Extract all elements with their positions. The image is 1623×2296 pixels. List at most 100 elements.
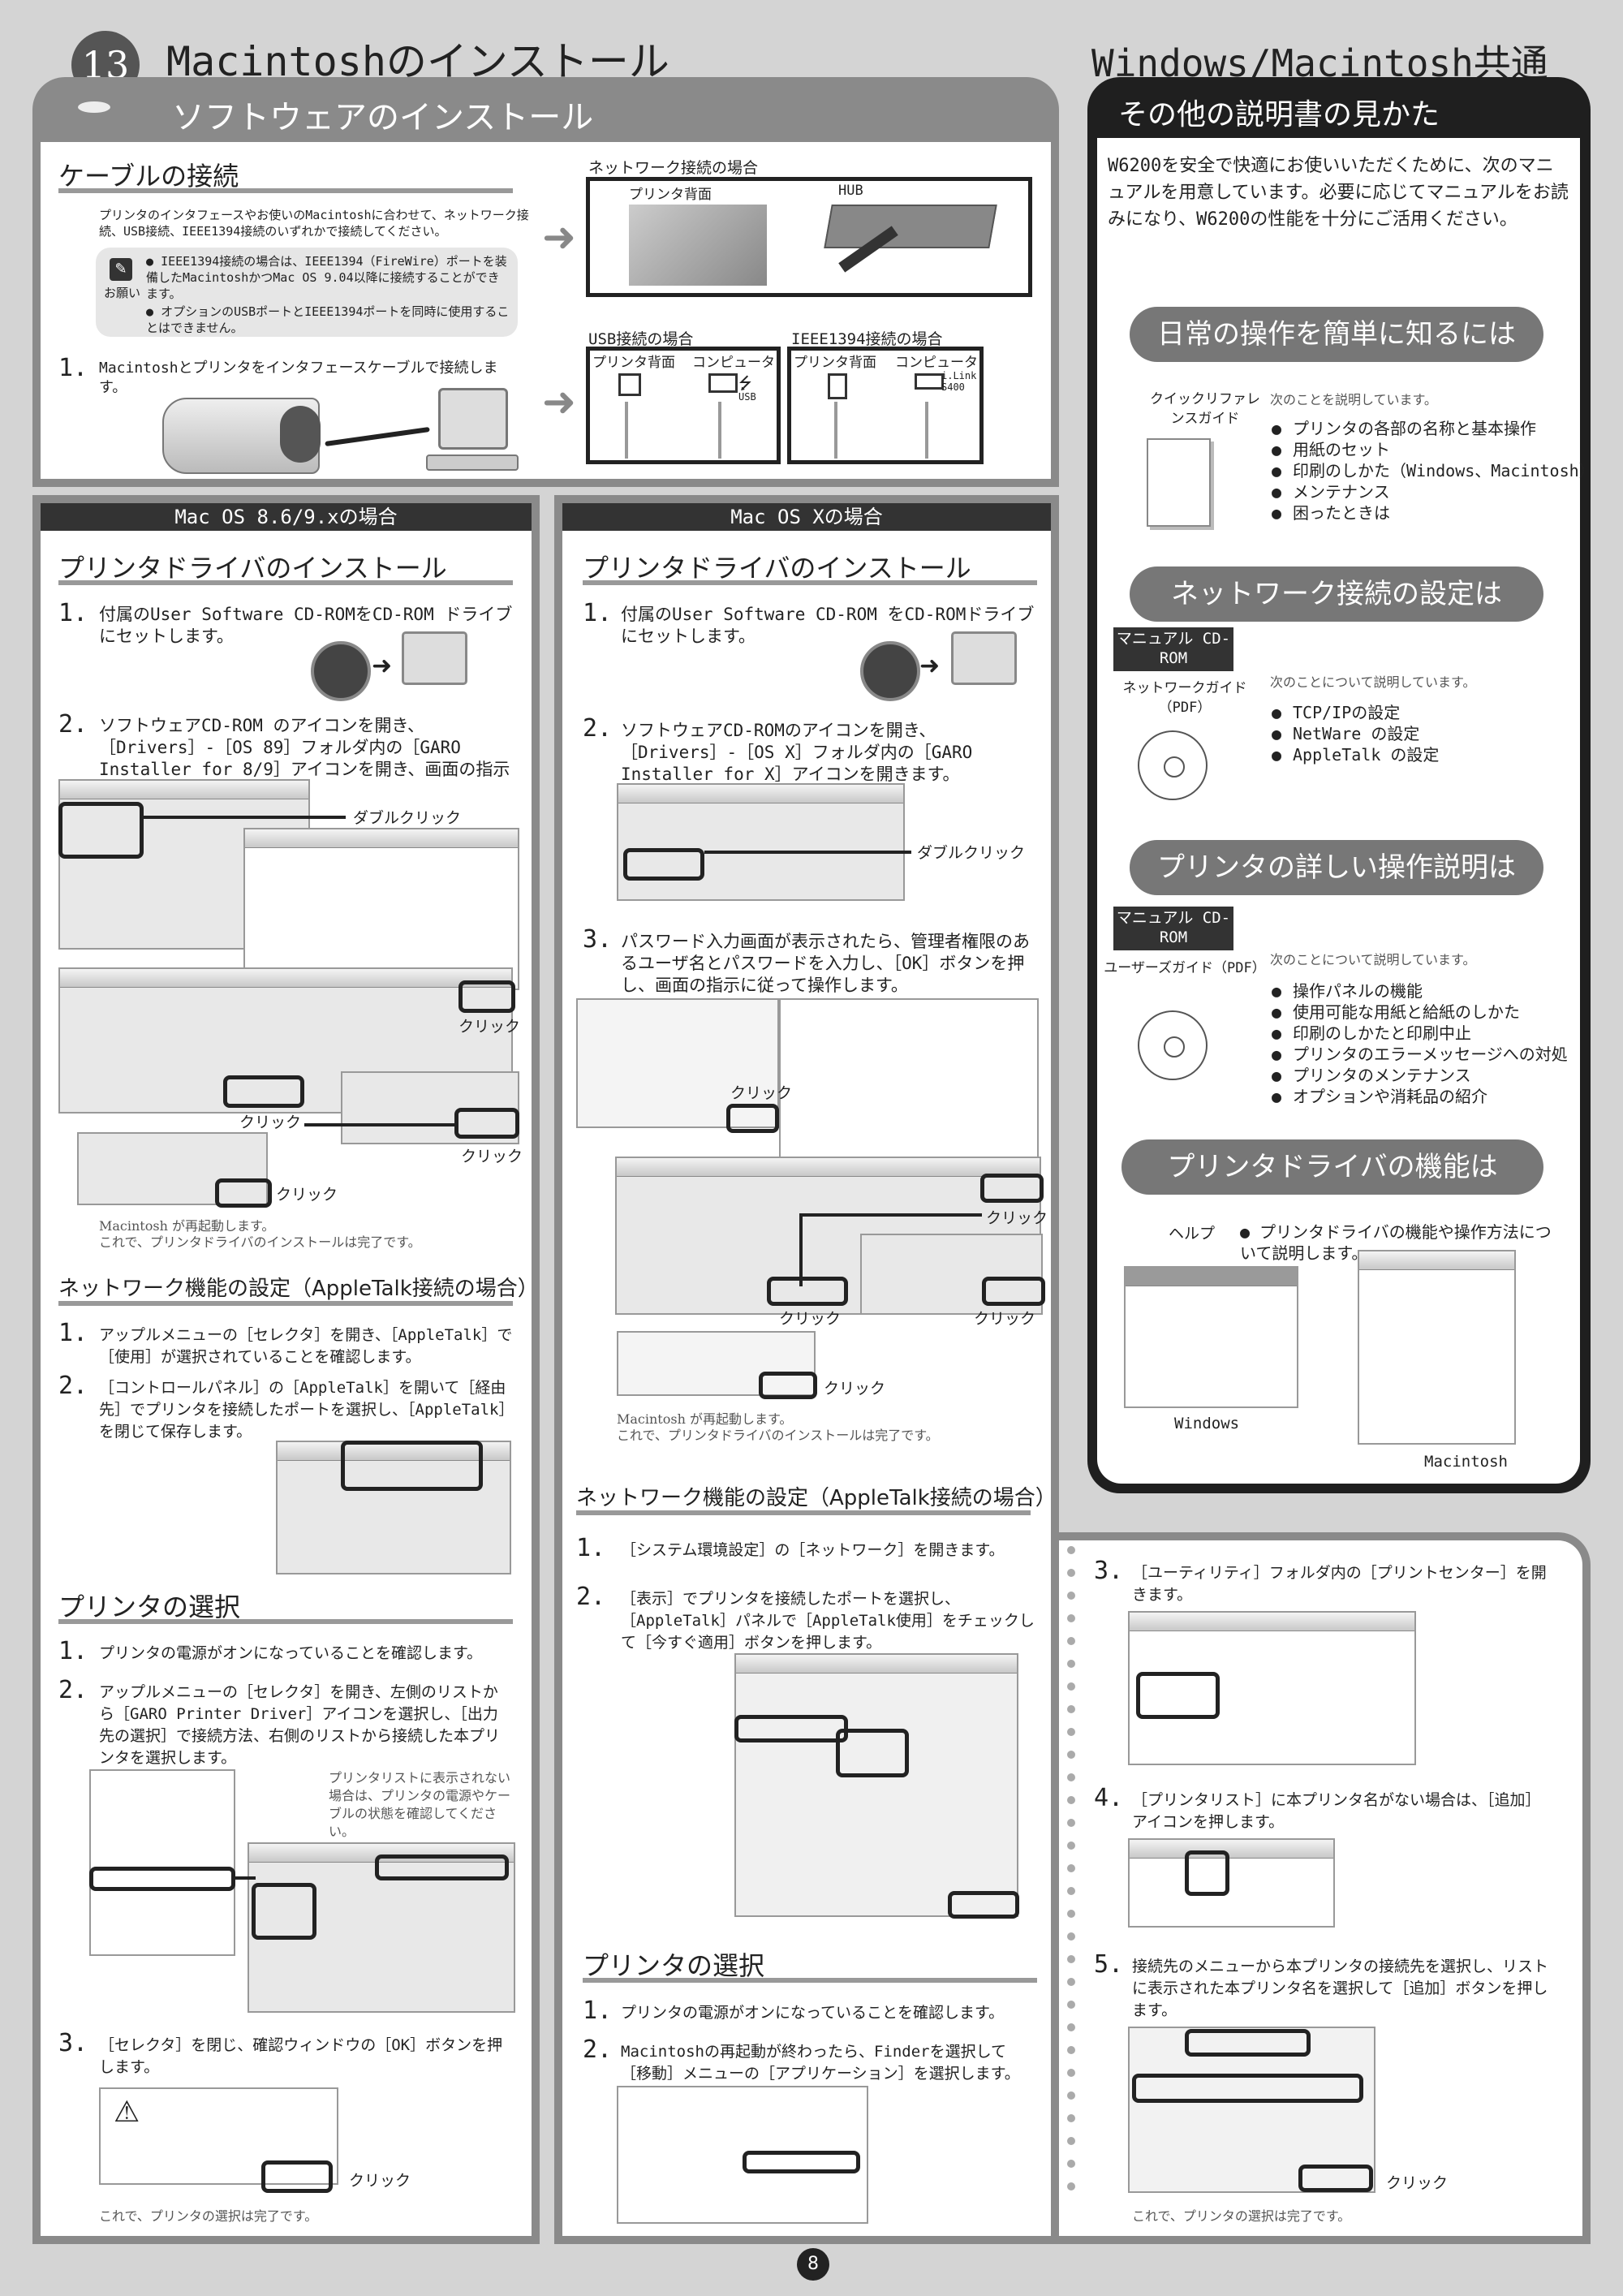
mac9-chooser-window — [248, 1842, 515, 2013]
mac9-select-line — [235, 1876, 256, 1880]
mac9-click-2: クリック — [239, 1114, 302, 1131]
qr-desc: 次のことを説明しています。 — [1270, 392, 1437, 407]
qr-item: メンテナンス — [1293, 481, 1593, 502]
mac9-alert-window — [341, 1071, 519, 1144]
macx-applications-item[interactable] — [743, 2151, 860, 2173]
macx-net-heading-underline — [576, 1510, 1031, 1515]
macx-dbl-line — [704, 851, 911, 854]
mac9-net-1-num: 1. — [58, 1319, 88, 1347]
mac9-printer-list[interactable] — [375, 1854, 509, 1880]
mac9-restart-button[interactable] — [215, 1178, 272, 1208]
macx-installer-icon[interactable] — [623, 848, 704, 881]
macx-step-2: ソフトウェアCD-ROMのアイコンを開き、［Drivers］-［OS X］フォル… — [621, 721, 973, 784]
users-cd-icon — [1138, 1010, 1208, 1080]
ug-item: オプションや消耗品の紹介 — [1293, 1086, 1601, 1107]
macx-show-menu[interactable] — [734, 1715, 848, 1742]
macx-continue-button[interactable] — [982, 1277, 1045, 1306]
mac9-double-click-label: ダブルクリック — [353, 809, 462, 827]
macx-sel-3: ［ユーティリティ］フォルダ内の［プリントセンター］を開きます。 — [1132, 1564, 1547, 1604]
ng-desc: 次のことについて説明しています。 — [1270, 674, 1476, 690]
mac9-driver-icon[interactable] — [252, 1883, 316, 1940]
cable-heading: ケーブルの接続 — [58, 161, 239, 192]
macx-sel-heading: プリンタの選択 — [583, 1950, 765, 1981]
mac9-step-1: 付属のUser Software CD-ROMをCD-ROM ドライブにセットし… — [99, 605, 513, 646]
mac9-ok-button[interactable] — [261, 2160, 333, 2193]
mac9-bar: Mac OS 8.6/9.xの場合 — [41, 503, 532, 531]
ug-list: 操作パネルの機能 使用可能な用紙と給紙のしかた 印刷のしかたと印刷中止 プリンタ… — [1270, 980, 1601, 1107]
mac9-install-button-1[interactable] — [458, 980, 515, 1013]
connection-menu[interactable] — [1185, 2029, 1311, 2057]
mac9-sel-2-note: プリンタリストに表示されない場合は、プリンタの電源やケーブルの状態を確認してくだ… — [329, 1770, 511, 1839]
help-label: ヘルプ — [1169, 1225, 1216, 1243]
mac9-restart-window — [77, 1132, 268, 1205]
add-printer-icon[interactable] — [1185, 1850, 1229, 1896]
ieee-computer-label: コンピュータ — [895, 355, 978, 371]
mac9-continue-button[interactable] — [454, 1108, 519, 1139]
macx-sel-1: プリンタの電源がオンになっていることを確認します。 — [621, 2004, 1005, 2022]
macx-click-agree: クリック — [986, 1209, 1048, 1227]
macx-done-2: これで、プリンタドライバのインストールは完了です。 — [617, 1428, 939, 1443]
macx-double-click-label: ダブルクリック — [917, 844, 1026, 862]
mac9-sel-1: プリンタの電源がオンになっていることを確認します。 — [99, 1644, 483, 1662]
macx-appletalk-panel[interactable] — [836, 1729, 909, 1777]
printer-list-window — [1128, 1838, 1335, 1928]
print-center-icon[interactable] — [1136, 1672, 1220, 1719]
mac9-driver-heading-underline — [58, 580, 513, 585]
mac9-install-button-2[interactable] — [223, 1075, 304, 1108]
printer-name-row[interactable] — [1132, 2074, 1363, 2103]
mac9-sel-3: ［セレクタ］を閉じ、確認ウィンドウの［OK］ボタンを押します。 — [99, 2036, 503, 2076]
hub-label: HUB — [838, 183, 863, 199]
macx-net-1: ［システム環境設定］の［ネットワーク］を開きます。 — [621, 1541, 1005, 1559]
macx-net-heading: ネットワーク機能の設定（AppleTalk接続の場合） — [576, 1486, 1057, 1510]
ieee-cable-1 — [834, 402, 837, 459]
ug-desc: 次のことについて説明しています。 — [1270, 952, 1476, 967]
cd-arrow-2: ➜ — [919, 652, 941, 680]
macx-restart-button[interactable] — [759, 1372, 817, 1399]
mac9-port-menu[interactable] — [341, 1441, 483, 1491]
qr-booklet — [1147, 438, 1211, 527]
ug-item: 使用可能な用紙と給紙のしかた — [1293, 1002, 1601, 1023]
qr-list: プリンタの各部の名称と基本操作 用紙のセット 印刷のしかた（Windows、Ma… — [1270, 418, 1595, 523]
mac9-net-heading-underline — [58, 1301, 513, 1306]
pill-network: ネットワーク接続の設定は — [1130, 566, 1543, 622]
macx-sel-heading-underline — [583, 1978, 1037, 1983]
macx-net-2-num: 2. — [576, 1583, 606, 1611]
add-button[interactable] — [1298, 2165, 1373, 2192]
ieee-cable-2 — [925, 402, 928, 459]
ieee-label: IEEE1394接続の場合 — [791, 330, 943, 348]
mac9-chooser-item[interactable] — [89, 1867, 235, 1891]
cable-intro: プリンタのインタフェースやお使いのMacintoshに合わせて、ネットワーク接続… — [99, 208, 529, 239]
mac9-net-2-num: 2. — [58, 1372, 88, 1400]
network-cd-icon — [1138, 730, 1208, 800]
mac9-appletalk-window — [276, 1441, 511, 1574]
mac9-done-2: これで、プリンタドライバのインストールは完了です。 — [99, 1234, 421, 1250]
macx-line-2 — [799, 1213, 803, 1286]
mac9-sel-1-num: 1. — [58, 1637, 88, 1665]
ieee-box — [787, 347, 984, 464]
macx-driver-heading: プリンタドライバのインストール — [583, 553, 971, 584]
macx-go-menu — [617, 2086, 868, 2224]
ng-item: AppleTalk の設定 — [1293, 744, 1593, 765]
mac9-installer-icon-highlight[interactable] — [58, 802, 144, 859]
macx-sel-5-num: 5. — [1094, 1950, 1124, 1979]
mac9-sel-done: これで、プリンタの選択は完了です。 — [99, 2208, 318, 2224]
macx-apply-button[interactable] — [948, 1891, 1019, 1919]
arrow-1: ➜ — [542, 213, 576, 261]
macx-ok-button[interactable] — [726, 1104, 779, 1133]
macx-driver-heading-underline — [583, 580, 1037, 585]
usb-cable-2 — [718, 402, 721, 459]
ng-item: TCP/IPの設定 — [1293, 702, 1593, 723]
macx-agree-button[interactable] — [980, 1174, 1044, 1203]
qr-item: 用紙のセット — [1293, 439, 1593, 460]
macx-step-1-num: 1. — [583, 599, 613, 627]
usb-computer-label: コンピュータ — [692, 355, 775, 371]
computer-illustration — [438, 388, 508, 450]
macx-install-button[interactable] — [767, 1277, 848, 1306]
ng-name: ネットワークガイド（PDF） — [1122, 680, 1247, 716]
mac9-click-1: クリック — [458, 1018, 521, 1036]
mac9-click-4: クリック — [276, 1186, 338, 1204]
macx-step-1: 付属のUser Software CD-ROM をCD-ROMドライブにセットし… — [621, 605, 1035, 646]
cd-disc-1 — [311, 641, 371, 701]
mac9-apple-menu — [89, 1769, 235, 1956]
macx-sel-4-num: 4. — [1094, 1784, 1124, 1812]
